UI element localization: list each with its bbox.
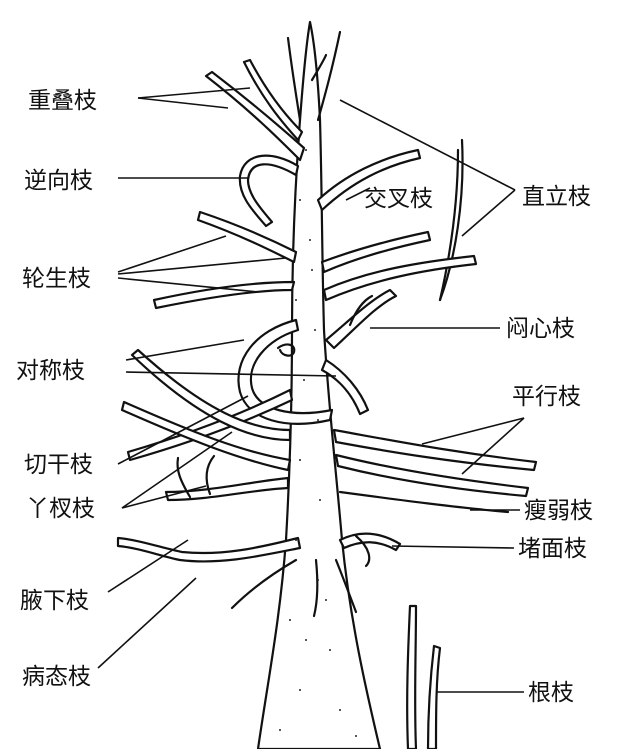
center-blocking-twig: [348, 294, 374, 327]
whorled-branch-right-1: [320, 230, 432, 274]
reverse-branch: [238, 154, 300, 228]
labels: 重叠枝 逆向枝 交叉枝 直立枝 轮生枝 闷心枝 对称枝 平行枝 切干枝 丫杈枝 …: [16, 88, 593, 706]
label-axillary-branch: 腋下枝: [20, 588, 89, 614]
whorled-branch-left-1: [196, 210, 298, 264]
weak-branch: [338, 490, 510, 514]
label-diseased-branch: 病态枝: [22, 664, 91, 690]
root-sprout-2: [426, 644, 442, 749]
upright-branch: [438, 138, 464, 302]
label-parallel-branch: 平行枝: [512, 384, 581, 410]
center-blocking-branch: [324, 288, 398, 350]
top-twig-mid: [310, 53, 328, 82]
label-whorled-branch: 轮生枝: [22, 266, 91, 292]
root-sprout-1: [406, 604, 418, 749]
label-center-blocking-branch: 闷心枝: [506, 316, 575, 342]
parallel-branch-2: [334, 453, 530, 498]
label-trunk-cutting-branch: 切干枝: [24, 452, 93, 478]
leader-lines: [97, 87, 525, 693]
overlapping-branch-2: [242, 58, 304, 142]
label-forked-branch: 丫杈枝: [26, 496, 95, 522]
forked-branch-tip-1: [176, 456, 192, 499]
crossing-branch: [316, 148, 422, 212]
label-overlapping-branch: 重叠枝: [28, 88, 97, 114]
label-weak-branch: 瘦弱枝: [524, 498, 593, 524]
tree-trunk: [256, 20, 382, 749]
label-root-branch: 根枝: [528, 680, 574, 706]
top-twig-right: [316, 30, 342, 122]
tree-illustration: [116, 20, 538, 749]
whorled-branch-right-2: [322, 254, 478, 302]
forked-branch: [164, 476, 290, 502]
trunk-cutting-branch: [126, 388, 294, 462]
label-face-blocking-branch: 堵面枝: [518, 536, 587, 562]
face-blocking-branch: [338, 532, 402, 552]
symmetric-branch-loop: [237, 318, 334, 425]
trunk-stipple: [279, 149, 357, 737]
face-blocking-curl: [354, 534, 371, 568]
label-reverse-branch: 逆向枝: [24, 168, 93, 194]
label-upright-branch: 直立枝: [522, 184, 591, 210]
whorled-branch-left-2: [152, 280, 296, 310]
upright-branch-inner: [438, 148, 460, 302]
symmetric-branch-right: [320, 358, 370, 416]
axillary-branch: [230, 558, 298, 610]
lower-twig-1: [312, 558, 319, 618]
parallel-branch-1: [332, 428, 538, 472]
diseased-branch: [116, 536, 302, 563]
lower-twig-2: [334, 558, 358, 614]
forked-branch-tip-2: [205, 454, 216, 496]
overlapping-branch: [204, 70, 306, 162]
label-symmetric-branch: 对称枝: [16, 358, 85, 384]
left-branch-1: [130, 348, 292, 442]
label-crossing-branch: 交叉枝: [364, 186, 433, 212]
symmetric-branch-loop-inner: [276, 343, 296, 357]
top-twig-left: [286, 36, 302, 122]
left-branch-2: [120, 400, 292, 472]
